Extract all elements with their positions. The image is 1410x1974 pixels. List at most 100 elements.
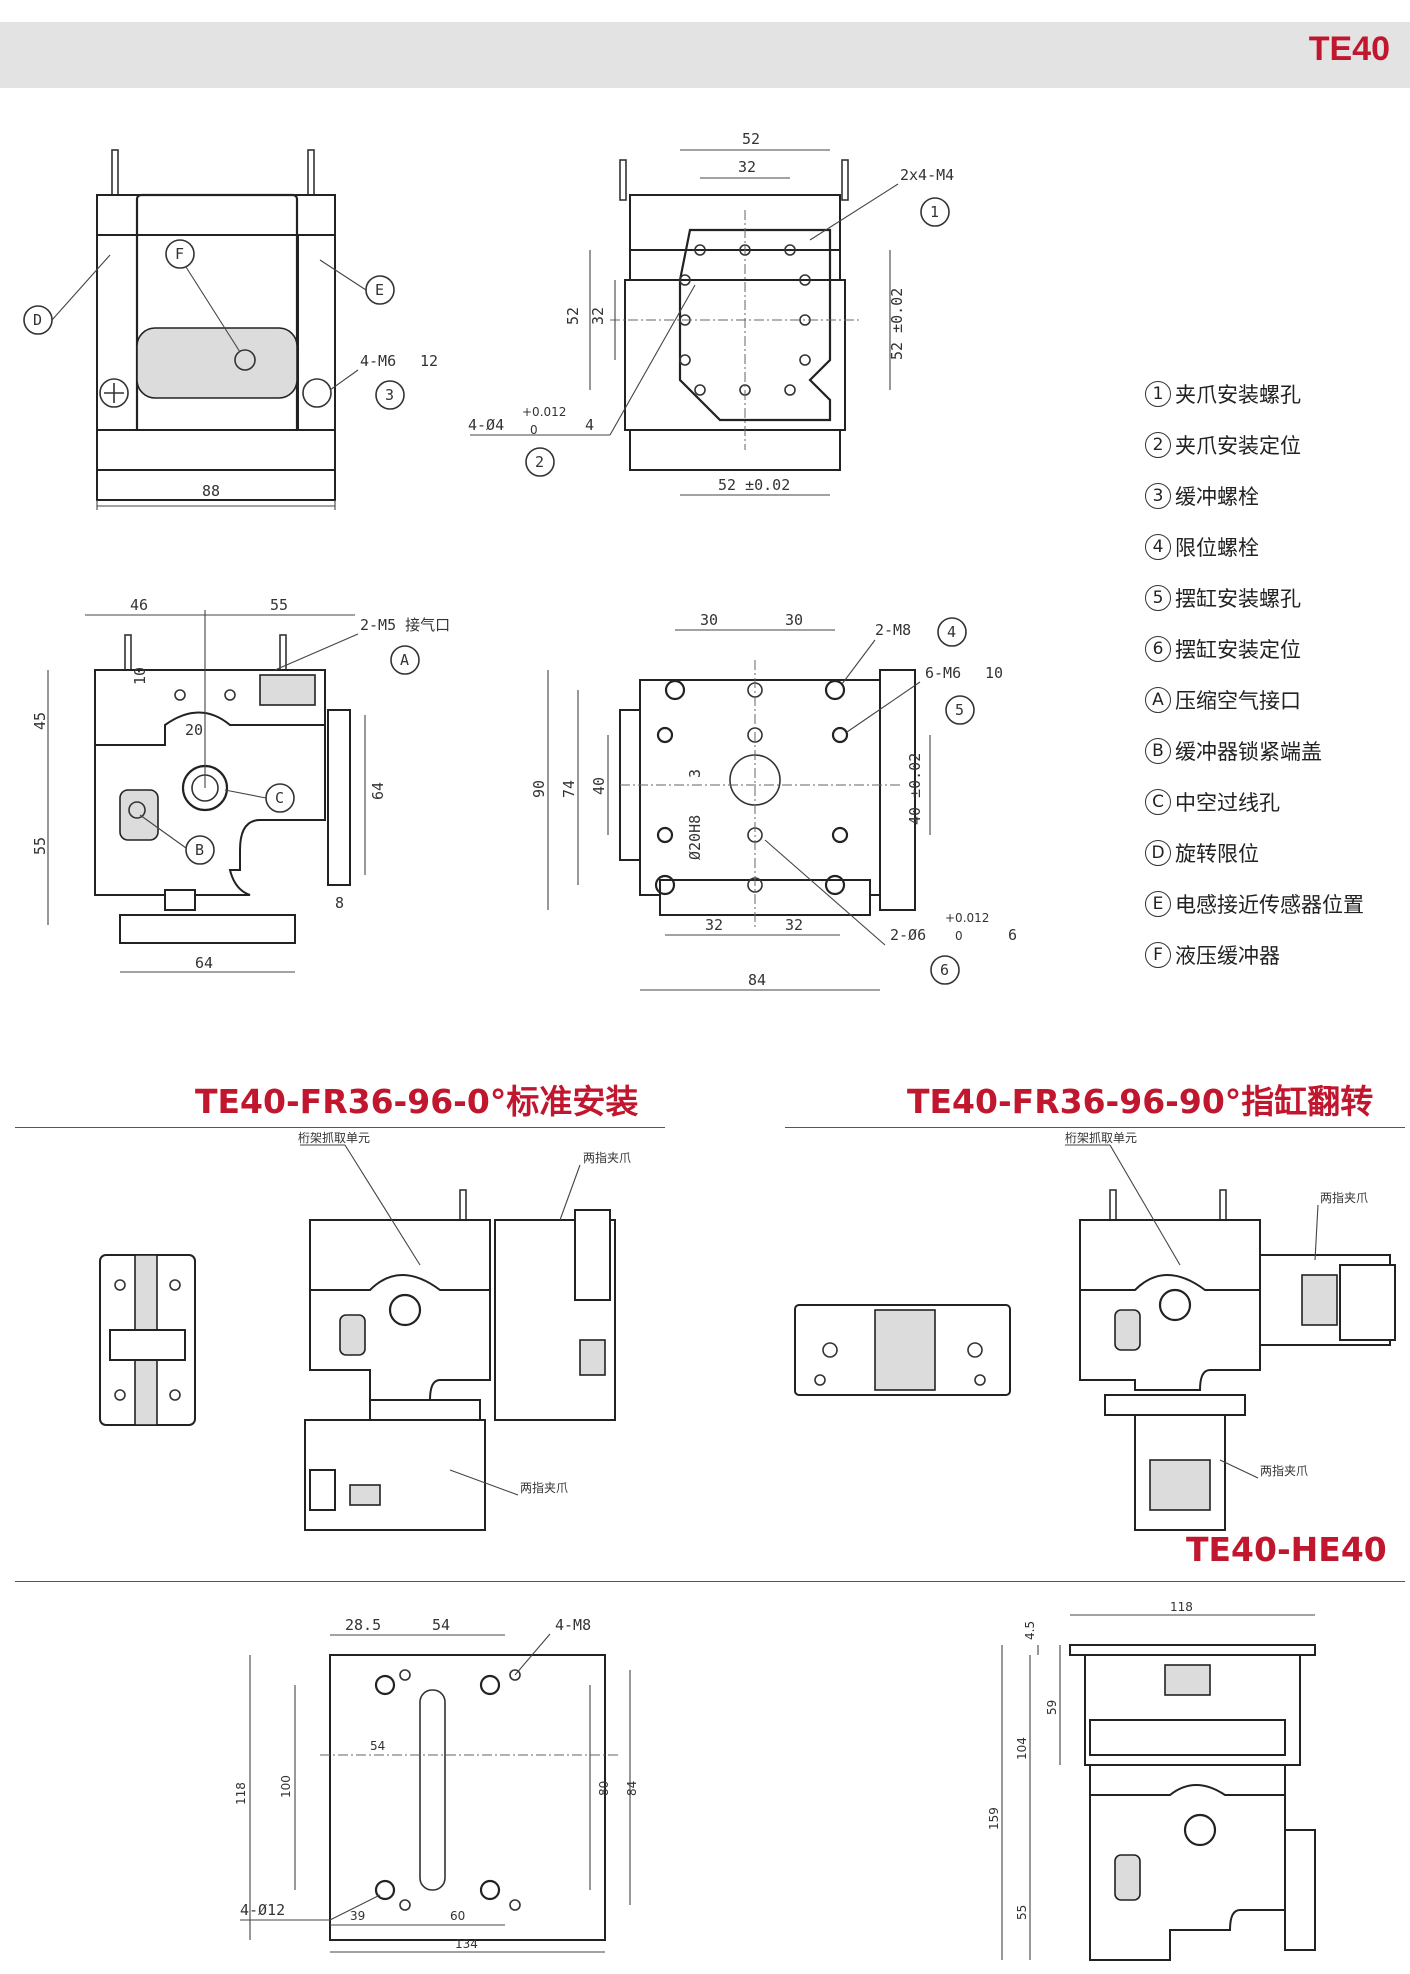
label-3: 3 xyxy=(385,386,394,404)
legend-text: 缓冲器锁紧端盖 xyxy=(1175,739,1322,764)
he40-assembly-drawing: 118 4.5 59 104 159 55 xyxy=(987,1600,1316,1961)
legend-marker: F xyxy=(1145,941,1171,968)
top-52-dim: 52 xyxy=(742,130,760,148)
standard-label-gripper2: 两指夹爪 xyxy=(520,1480,568,1495)
plate-39-dim: 39 xyxy=(350,1909,365,1923)
bottom-holes-dim: 6-M6 xyxy=(925,664,961,682)
side-10-dim: 10 xyxy=(131,667,149,685)
section-rule xyxy=(15,1581,1405,1582)
legend-marker: 2 xyxy=(1145,431,1171,458)
top-pin-dim: 4-Ø4 xyxy=(468,416,504,434)
assembly-59-dim: 59 xyxy=(1045,1700,1059,1715)
page-title: TE40 xyxy=(1308,30,1390,68)
plate-118-dim: 118 xyxy=(234,1782,248,1805)
label-e: E xyxy=(375,281,384,299)
bottom-74-dim: 74 xyxy=(560,780,578,798)
side-64v-dim: 64 xyxy=(369,782,387,800)
top-v52-dim: 52 xyxy=(564,307,582,325)
bottom-40tol-dim: 40 ±0.02 xyxy=(906,753,924,825)
flip-assembly-drawing: 桁架抓取单元 两指夹爪 两指夹爪 xyxy=(794,1131,1396,1531)
bottom-pin-depth: 6 xyxy=(1008,926,1017,944)
side-port-dim: 2-M5 接气口 xyxy=(360,616,450,634)
legend-marker: 3 xyxy=(1145,482,1171,509)
bottom-40-dim: 40 xyxy=(590,777,608,795)
legend-marker: D xyxy=(1145,839,1171,866)
bottom-32a-dim: 32 xyxy=(705,916,723,934)
label-d: D xyxy=(33,311,42,329)
front-bolt-dim: 4-M6 xyxy=(360,352,396,370)
standard-label-top: 桁架抓取单元 xyxy=(298,1131,370,1145)
flip-label-gripper: 两指夹爪 xyxy=(1320,1190,1368,1205)
legend-text: 限位螺栓 xyxy=(1175,535,1259,560)
standard-assembly-drawing: 桁架抓取单元 两指夹爪 两指夹爪 xyxy=(99,1131,631,1531)
legend-marker: B xyxy=(1145,737,1171,764)
bottom-32b-dim: 32 xyxy=(785,916,803,934)
side-45-dim: 45 xyxy=(31,712,49,730)
section-title-he40: TE40-HE40 xyxy=(1186,1530,1387,1569)
top-v32-dim: 32 xyxy=(589,307,607,325)
top-32-dim: 32 xyxy=(738,158,756,176)
legend-text: 电感接近传感器位置 xyxy=(1175,892,1364,917)
side-55v-dim: 55 xyxy=(31,837,49,855)
he40-plate-drawing: 28.5 54 4-M8 118 100 54 80 84 4-Ø12 39 6… xyxy=(234,1616,639,1953)
top-thread-dim: 2x4-M4 xyxy=(900,166,954,184)
bottom-pin-dim: 2-Ø6 xyxy=(890,926,926,944)
label-f: F xyxy=(175,245,184,263)
legend-text: 液压缓冲器 xyxy=(1175,943,1280,968)
plate-hole-dim: 4-Ø12 xyxy=(240,1901,285,1919)
label-4: 4 xyxy=(947,623,956,641)
bottom-thread-dim: 2-M8 xyxy=(875,621,911,639)
legend-text: 夹爪安装定位 xyxy=(1175,433,1301,458)
label-a: A xyxy=(400,651,409,669)
legend-text: 摆缸安装螺孔 xyxy=(1175,586,1301,611)
plate-84-dim: 84 xyxy=(625,1781,639,1796)
bottom-84-dim: 84 xyxy=(748,971,766,989)
label-5: 5 xyxy=(955,701,964,719)
legend-text: 缓冲螺栓 xyxy=(1175,484,1259,509)
legend-text: 压缩空气接口 xyxy=(1175,688,1301,713)
side-view-drawing: 46 55 2-M5 接气口 A 10 20 45 55 64 8 64 C B xyxy=(31,596,450,973)
legend-marker: 1 xyxy=(1145,380,1171,407)
top-pin-depth: 4 xyxy=(585,416,594,434)
header-bar xyxy=(0,22,1410,88)
plate-100-dim: 100 xyxy=(279,1775,293,1798)
side-46-dim: 46 xyxy=(130,596,148,614)
legend-marker: 5 xyxy=(1145,584,1171,611)
side-20-dim: 20 xyxy=(185,721,203,739)
legend-marker: A xyxy=(1145,686,1171,713)
legend-text: 中空过线孔 xyxy=(1175,790,1280,815)
bottom-pin-tol-dn: 0 xyxy=(955,929,963,943)
legend-marker: C xyxy=(1145,788,1171,815)
legend-marker: E xyxy=(1145,890,1171,917)
plate-80-dim: 80 xyxy=(597,1781,611,1796)
bottom-pin-tol-up: +0.012 xyxy=(945,911,989,925)
section-rule xyxy=(15,1127,665,1128)
legend-marker: 4 xyxy=(1145,533,1171,560)
label-c: C xyxy=(275,789,284,807)
side-64-dim: 64 xyxy=(195,954,213,972)
plate-28-5-dim: 28.5 xyxy=(345,1616,381,1634)
plate-54b-dim: 54 xyxy=(370,1739,385,1753)
bottom-view-drawing: 30 30 2-M8 4 6-M6 10 5 90 74 40 Ø20H8 3 … xyxy=(530,611,1017,991)
assembly-4-5-dim: 4.5 xyxy=(1023,1621,1037,1640)
section-rule xyxy=(785,1127,1405,1128)
side-8-dim: 8 xyxy=(335,894,344,912)
flip-label-top: 桁架抓取单元 xyxy=(1065,1131,1137,1145)
plate-134-dim: 134 xyxy=(455,1937,478,1951)
legend-text: 夹爪安装螺孔 xyxy=(1175,382,1301,407)
top-vtol-dim: 52 ±0.02 xyxy=(888,288,906,360)
legend-text: 摆缸安装定位 xyxy=(1175,637,1301,662)
plate-54-dim: 54 xyxy=(432,1616,450,1634)
bottom-holes-depth: 10 xyxy=(985,664,1003,682)
plate-60-dim: 60 xyxy=(450,1909,465,1923)
label-b: B xyxy=(195,841,204,859)
front-view-drawing: 88 D F E 4-M6 12 3 xyxy=(23,149,438,510)
section-title-flip: TE40-FR36-96-90°指缸翻转 xyxy=(907,1082,1374,1121)
bottom-30b-dim: 30 xyxy=(785,611,803,629)
